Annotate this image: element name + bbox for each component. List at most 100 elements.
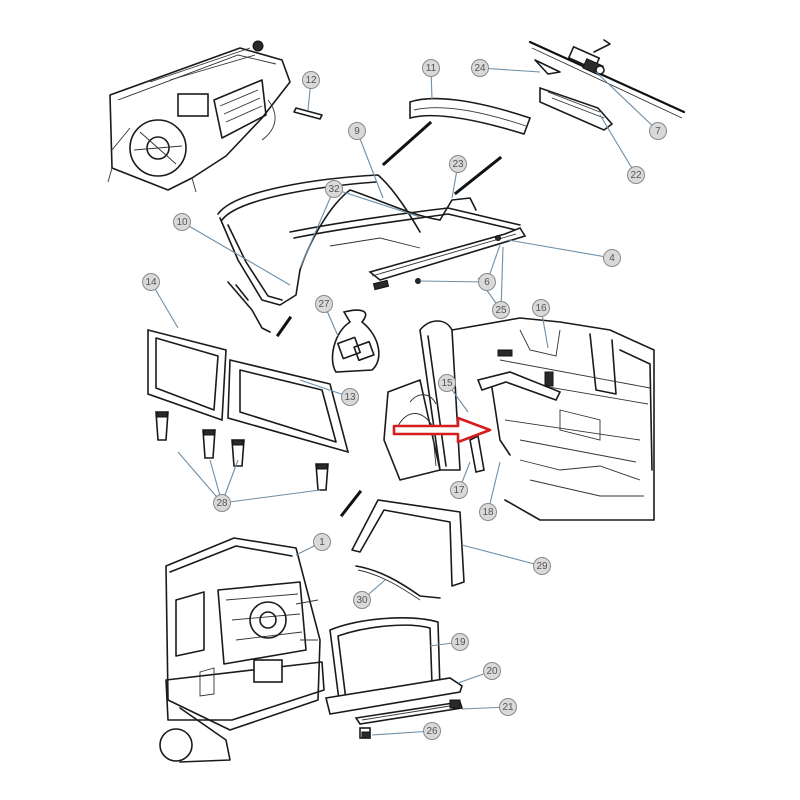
callout-circle [627,166,645,184]
callout-circle [341,388,359,406]
callout-number: 10 [176,217,188,228]
callout-circle [423,722,441,740]
dashboard-illustration [107,40,323,193]
callout-4: 4 [603,249,621,267]
callout-circle [353,591,371,609]
callout-circle [348,122,366,140]
callout-circle [478,273,496,291]
retainer-clips-28 [155,411,329,491]
callout-29: 29 [533,557,551,575]
callout-16: 16 [532,299,550,317]
callout-25: 25 [492,301,510,319]
storage-bag-27 [331,309,380,373]
header-rail-assembly [528,39,686,131]
leader-line-7-0 [595,71,659,132]
roof-panel-11 [409,97,532,135]
callout-24: 24 [471,59,489,77]
leader-line-32-0 [299,188,335,269]
callout-number: 29 [536,561,548,572]
callout-circle [438,374,456,392]
jeep-rear-illustration [159,537,325,763]
callout-number: 24 [474,63,486,74]
callout-circle [603,249,621,267]
callout-circle [213,494,231,512]
callout-number: 13 [344,392,356,403]
callout-leaders [150,67,659,736]
leader-line-32-1 [333,188,421,218]
callout-number: 15 [441,378,453,389]
side-windows [147,328,350,454]
callout-circle [492,301,510,319]
callout-20: 20 [483,662,501,680]
callout-13: 13 [341,388,359,406]
leader-line-26-0 [371,730,433,736]
callout-26: 26 [423,722,441,740]
callout-number: 27 [318,299,330,310]
leader-line-28-0 [177,451,223,504]
callout-number: 21 [502,702,514,713]
callout-circle [483,662,501,680]
callout-circle [315,295,333,313]
callout-number: 12 [305,75,317,86]
callout-15: 15 [438,374,456,392]
callout-17: 17 [450,481,468,499]
callout-number: 22 [630,170,642,181]
section-dividers [275,120,503,518]
top-bow-frame [217,174,527,333]
callout-23: 23 [449,155,467,173]
callout-number: 1 [319,537,325,548]
callout-14: 14 [142,273,160,291]
callout-circle [479,503,497,521]
callout-number: 18 [482,507,494,518]
callout-number: 20 [486,666,498,677]
callout-circle [449,155,467,173]
leader-line-10-0 [181,221,291,286]
callout-12: 12 [302,71,320,89]
callout-number: 28 [216,498,228,509]
callout-circle [142,273,160,291]
leader-line-4-0 [507,239,613,259]
callout-6: 6 [478,273,496,291]
callout-30: 30 [353,591,371,609]
callout-22: 22 [627,166,645,184]
leader-line-29-0 [461,544,543,567]
leader-line-22-0 [599,114,637,176]
callout-number: 25 [495,305,507,316]
callout-circle [313,533,331,551]
highlight-arrow [392,416,492,444]
callout-number: 32 [328,184,340,195]
callout-number: 16 [535,303,547,314]
callout-number: 7 [655,126,661,137]
callout-18: 18 [479,503,497,521]
callout-number: 14 [145,277,157,288]
callout-labels: 1467910111213141516171819202122232425262… [142,59,667,740]
body-tub-illustration [383,317,655,521]
callout-number: 30 [356,595,368,606]
callout-27: 27 [315,295,333,313]
callout-10: 10 [173,213,191,231]
callout-11: 11 [422,59,440,77]
callout-circle [450,481,468,499]
callout-number: 9 [354,126,360,137]
callout-circle [499,698,517,716]
rear-window-19 [325,617,464,739]
callout-number: 17 [453,485,465,496]
callout-circle [422,59,440,77]
callout-19: 19 [451,633,469,651]
callout-21: 21 [499,698,517,716]
callout-number: 23 [452,159,464,170]
callout-number: 26 [426,726,438,737]
leader-line-6-0 [419,280,488,283]
windshield-seal-29 [351,499,465,601]
callout-1: 1 [313,533,331,551]
leader-line-9-0 [356,130,384,199]
callout-circle [302,71,320,89]
callout-28: 28 [213,494,231,512]
callout-32: 32 [325,180,343,198]
callout-circle [649,122,667,140]
callout-circle [451,633,469,651]
callout-circle [471,59,489,77]
callout-number: 6 [484,277,490,288]
callout-circle [173,213,191,231]
